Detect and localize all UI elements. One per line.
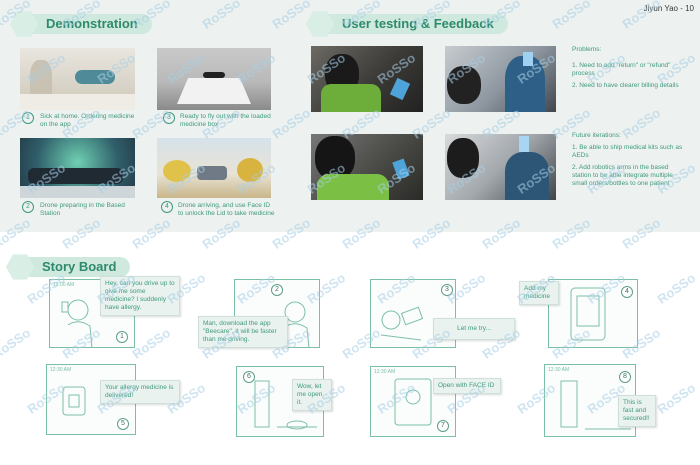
frame-number: 4 (621, 286, 633, 298)
storyboard-frame: 12:30 AM 7 (370, 366, 456, 437)
watermark: RoSSo (0, 325, 34, 362)
frame-number: 5 (117, 418, 129, 430)
demo-photo-4 (157, 138, 271, 198)
watermark: RoSSo (654, 380, 699, 417)
speech-bubble: This is fast and secured!! (618, 395, 656, 427)
sketch-drawing (254, 380, 317, 430)
sketch-time: 12:30 AM (374, 369, 396, 375)
sketch-time: 12:00 AM (53, 282, 75, 288)
frame-number: 2 (271, 284, 283, 296)
demo-caption-4: Drone arriving, and use Face ID to unloc… (178, 202, 275, 217)
hexagon-icon (6, 254, 34, 280)
frame-number: 7 (437, 420, 449, 432)
testing-photo-1 (311, 46, 423, 112)
storyboard-frame: 4 (548, 279, 638, 348)
future-item: 1. Be able to ship medical kits such as … (572, 144, 683, 159)
sketch-drawing (394, 378, 432, 426)
sketch-drawing (570, 287, 606, 341)
demo-caption-1: Sick at home. Ordering medicine on the a… (40, 113, 135, 128)
speech-bubble: Open with FACE ID (433, 378, 501, 394)
testing-photo-2 (445, 46, 556, 112)
sketch-drawing (560, 380, 631, 430)
speech-bubble: Let me try... (433, 318, 515, 340)
sketch-drawing (380, 306, 424, 341)
speech-bubble: Wow, let me open it. (292, 379, 332, 411)
demo-photo-3 (157, 48, 271, 110)
step-number: 4 (161, 201, 173, 213)
sketch-drawing (61, 299, 93, 349)
step-number: 1 (22, 112, 34, 124)
problems-notes: Problems: 1. Need to add "return" or "re… (572, 46, 688, 94)
demonstration-heading: Demonstration (10, 11, 152, 37)
speech-bubble: Man, download the app "Beecare", it will… (198, 316, 288, 348)
frame-number: 6 (243, 371, 255, 383)
testing-photo-3 (311, 134, 423, 200)
frame-number: 3 (441, 284, 453, 296)
storyboard-heading: Story Board (6, 254, 131, 280)
demo-caption-3: Ready to fly out with the loaded medicin… (180, 113, 271, 128)
watermark: RoSSo (129, 325, 174, 362)
sketch-time: 12:30 AM (548, 367, 570, 373)
step-number: 2 (22, 201, 34, 213)
future-heading: Future iterations: (572, 132, 621, 139)
user-testing-heading: User testing & Feedback (306, 11, 508, 37)
future-item: 2. Add robotics arms in the based statio… (572, 164, 673, 187)
testing-photo-4 (445, 134, 556, 200)
sketch-time: 12:30 AM (50, 367, 72, 373)
sketch-drawing (62, 386, 86, 416)
problem-item: 1. Need to add "return" or "refund" proc… (572, 62, 671, 77)
speech-bubble: Your allergy medicine is delivered! (100, 380, 180, 404)
speech-bubble: Hey, can you drive up to give me some me… (100, 276, 180, 316)
frame-number: 8 (619, 371, 631, 383)
speech-bubble: Add my medicine (519, 281, 559, 305)
demo-photo-1 (20, 48, 135, 110)
watermark: RoSSo (654, 270, 699, 307)
problems-heading: Problems: (572, 46, 602, 53)
demo-photo-2 (20, 138, 135, 198)
problem-item: 2. Need to have clearer billing details (572, 82, 679, 89)
demo-caption-2: Drone preparing in the Based Station (40, 202, 125, 217)
frame-number: 1 (116, 331, 128, 343)
author-label: Jiyun Yao - 10 (643, 4, 694, 13)
future-notes: Future iterations: 1. Be able to ship me… (572, 132, 688, 192)
step-number: 3 (163, 112, 175, 124)
